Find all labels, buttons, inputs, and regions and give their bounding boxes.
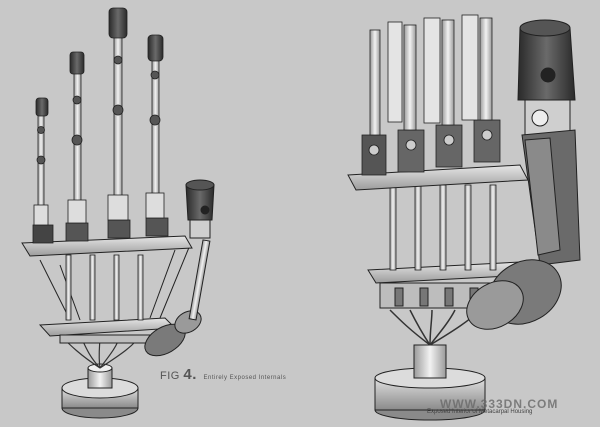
closeup-caption: Exposed Interior of Metacarpal Housing [427,409,533,415]
closeup-knuckles [361,119,501,176]
wrist-base [61,363,139,419]
figure-label: FIG [160,370,180,382]
figure-number: 4. [183,366,197,383]
closeup-thumb [466,19,581,330]
upper-plate [21,235,193,257]
figure-caption: FIG 4. Entirely Exposed Internals [160,366,286,383]
closeup-cables [389,309,481,346]
closeup-base [374,344,486,421]
finger-middle [107,7,129,221]
closeup-fingers [369,14,493,136]
finger-ring [67,51,87,224]
thumb-upper [185,179,215,239]
finger-index [145,34,165,219]
thumb-lower [144,239,211,357]
watermark-text: WWW.333DN.COM [440,397,559,411]
knuckle-servos [32,217,169,244]
closeup-rods [389,184,497,271]
finger-little [33,97,49,226]
figure-caption-text: Entirely Exposed Internals [203,375,287,381]
palm-rods [65,254,144,321]
